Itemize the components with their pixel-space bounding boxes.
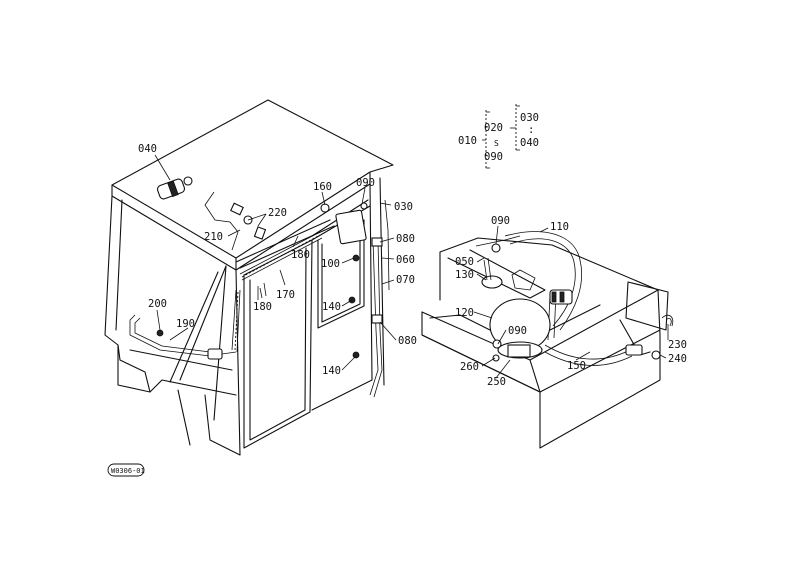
label-060: 060 [396,254,415,266]
leader-lines [154,154,669,379]
label-040: 040 [138,143,157,155]
legend-090: 090 [484,151,503,163]
label-130: 130 [455,269,474,281]
legend-block: 010 020 S 090 030 : 040 [458,104,539,170]
label-180: 180 [291,249,310,261]
label-210: 210 [204,231,223,243]
label-140: 140 [322,365,341,377]
part-040-lamp [156,176,193,200]
label-050: 050 [455,256,474,268]
label-250: 250 [487,376,506,388]
label-090: 090 [508,325,527,337]
label-090: 090 [356,177,375,189]
part-labels: 040 160 090 030 220 210 080 100 060 070 … [138,143,687,388]
label-070: 070 [396,274,415,286]
part-030-heater [320,202,368,245]
label-190: 190 [176,318,195,330]
label-100: 100 [321,258,340,270]
legend-010: 010 [458,135,477,147]
legend-030: 030 [520,112,539,124]
label-200: 200 [148,298,167,310]
label-090: 090 [491,215,510,227]
cab-assembly [104,99,394,456]
drawing-code: W0306-01 [111,467,145,475]
label-080: 080 [396,233,415,245]
label-260: 260 [460,361,479,373]
label-170: 170 [276,289,295,301]
drawing-code-badge: W0306-01 [107,463,145,477]
legend-sep-tilde: S [494,139,499,148]
legend-040: 040 [520,137,539,149]
label-150: 150 [567,360,586,372]
legend-sep-colon: : [528,124,534,136]
label-220: 220 [268,207,287,219]
label-240: 240 [668,353,687,365]
label-160: 160 [313,181,332,193]
floor-assembly [421,231,674,449]
part-130-receiver [481,257,503,289]
label-140: 140 [322,301,341,313]
label-230: 230 [668,339,687,351]
label-030: 030 [394,201,413,213]
label-120: 120 [455,307,474,319]
label-080: 080 [398,335,417,347]
label-180: 180 [253,301,272,313]
label-110: 110 [550,221,569,233]
legend-020: 020 [484,122,503,134]
part-120-compressor [489,298,551,359]
